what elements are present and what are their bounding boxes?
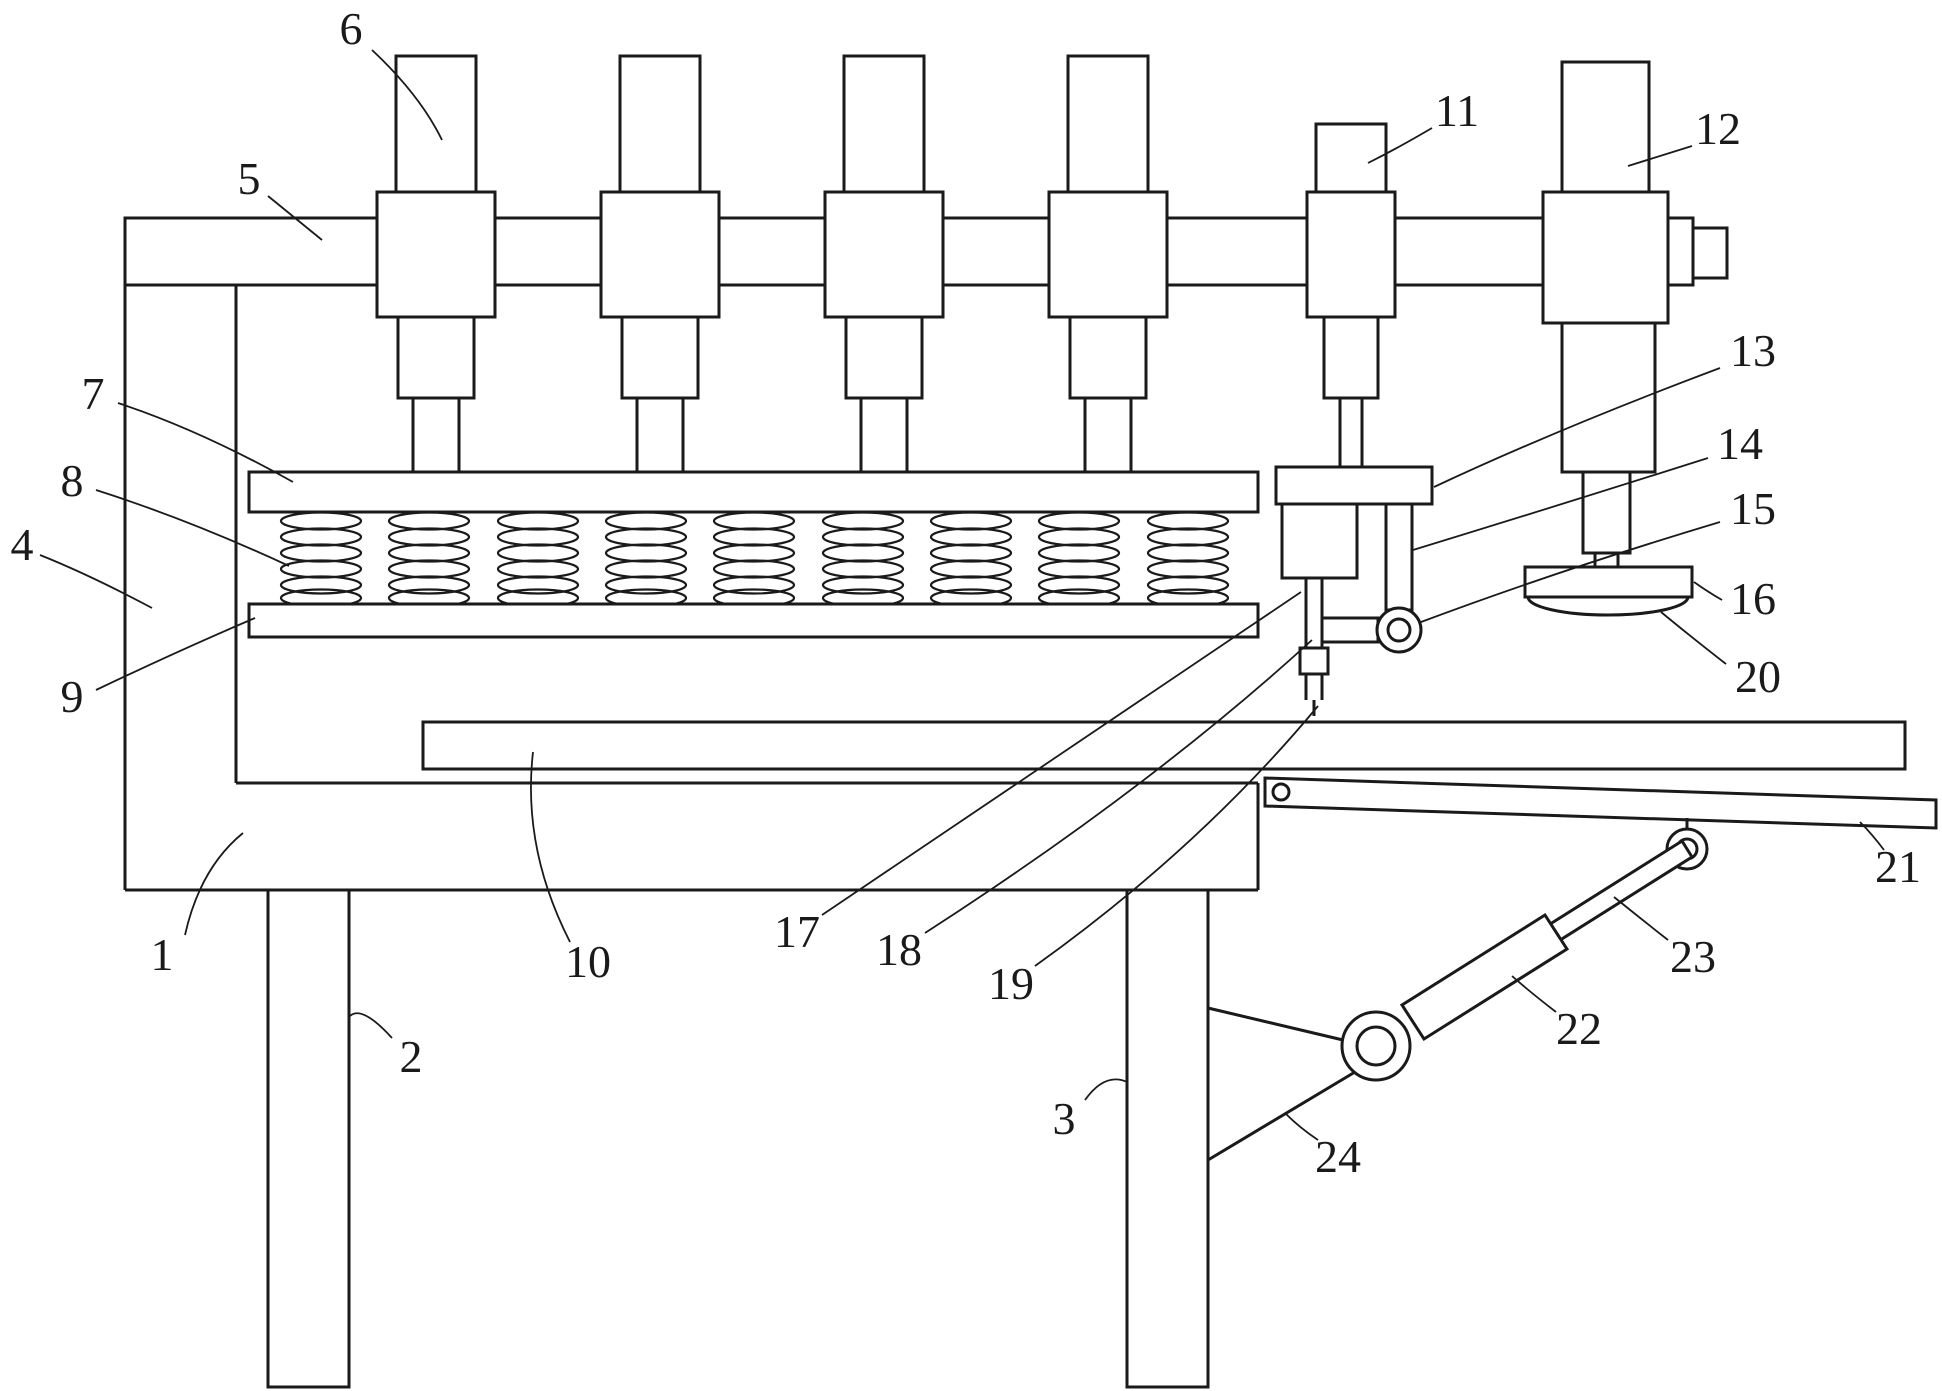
leader-line-10 — [530, 751, 571, 943]
spring-stack — [1037, 511, 1121, 608]
flap-hinge-pin — [1271, 782, 1291, 802]
leader-line-23 — [1613, 896, 1669, 941]
spring-stack — [496, 511, 580, 608]
flap-plate — [1263, 776, 1938, 830]
part-label-15: 15 — [1730, 483, 1776, 534]
leader-line-11 — [1367, 127, 1433, 164]
part-label-5: 5 — [238, 153, 261, 204]
spring-stack — [279, 511, 363, 608]
bracket-arm-lower — [1207, 1070, 1356, 1162]
part-label-19: 19 — [988, 958, 1034, 1009]
punch-rod — [1304, 576, 1324, 650]
part-label-7: 7 — [82, 368, 105, 419]
part-label-10: 10 — [565, 936, 611, 987]
part-label-4: 4 — [11, 519, 34, 570]
part-label-3: 3 — [1053, 1093, 1076, 1144]
press-cylinder-unit — [1047, 54, 1169, 474]
leader-line-9 — [95, 617, 256, 691]
leader-line-2 — [349, 1012, 393, 1039]
leader-line-20 — [1660, 611, 1727, 665]
extension-flap — [1263, 776, 1938, 830]
part-label-11: 11 — [1435, 85, 1479, 136]
press-cylinder-unit — [823, 54, 945, 474]
punch-head-assembly — [1274, 465, 1434, 716]
punch-body-block — [1280, 502, 1359, 580]
part-label-18: 18 — [876, 924, 922, 975]
leader-line-14 — [1412, 457, 1709, 551]
spring-bank — [279, 511, 1230, 608]
leader-line-1 — [184, 832, 244, 936]
base-pivot-ring-inner — [1355, 1025, 1397, 1067]
leader-line-6 — [371, 49, 443, 141]
part-label-22: 22 — [1556, 1003, 1602, 1054]
leader-line-15 — [1420, 521, 1721, 623]
spring-stack — [1146, 511, 1230, 608]
press-disc — [1523, 565, 1694, 599]
spring-stack — [387, 511, 471, 608]
swing-arm — [1384, 502, 1414, 612]
upper-spring-plate — [247, 470, 1260, 514]
part-label-13: 13 — [1730, 325, 1776, 376]
part-label-6: 6 — [340, 3, 363, 54]
part-label-24: 24 — [1315, 1131, 1361, 1182]
leader-line-19 — [1034, 705, 1319, 967]
press-cylinder-unit — [375, 54, 497, 474]
leader-line-8 — [95, 489, 290, 567]
spring-stack — [604, 511, 688, 608]
leader-line-18 — [924, 639, 1313, 934]
part-label-8: 8 — [61, 455, 84, 506]
leader-line-3 — [1084, 1078, 1128, 1101]
part-label-14: 14 — [1717, 418, 1763, 469]
leader-line-16 — [1693, 581, 1723, 601]
right-leg — [1125, 888, 1210, 1389]
leader-line-13 — [1433, 367, 1721, 488]
leader-line-22 — [1511, 975, 1557, 1013]
bracket-arm-upper — [1207, 1006, 1344, 1042]
spring-stack — [929, 511, 1013, 608]
press-cylinder-unit — [599, 54, 721, 474]
part-label-12: 12 — [1695, 103, 1741, 154]
support-linkage — [1207, 818, 1709, 1162]
left-leg — [266, 888, 351, 1389]
lower-spring-plate — [247, 602, 1260, 639]
part-label-16: 16 — [1730, 573, 1776, 624]
part-label-21: 21 — [1875, 841, 1921, 892]
spring-stack — [821, 511, 905, 608]
cylinder-unit-12 — [1523, 60, 1694, 617]
nozzle-body — [1298, 646, 1330, 676]
pivot-roller-inner — [1386, 617, 1412, 643]
leader-line-24 — [1285, 1113, 1319, 1141]
leader-lines — [39, 49, 1885, 1141]
hydraulic-cylinder-body — [1399, 912, 1570, 1042]
part-labels: 1 2 3 4 5 6 7 8 9 10 11 12 13 14 15 16 1… — [11, 3, 1922, 1182]
beam-end-cap — [1691, 226, 1729, 280]
part-label-1: 1 — [151, 929, 174, 980]
leader-line-7 — [117, 402, 294, 483]
leader-line-5 — [267, 195, 323, 241]
spring-stack — [712, 511, 796, 608]
part-label-9: 9 — [61, 671, 84, 722]
part-label-23: 23 — [1670, 931, 1716, 982]
leader-line-12 — [1627, 145, 1693, 167]
link-bar — [1320, 616, 1380, 644]
work-table-bar — [421, 720, 1907, 771]
part-label-17: 17 — [774, 906, 820, 957]
mounting-bracket — [1274, 465, 1434, 506]
leader-line-17 — [821, 591, 1302, 916]
part-label-2: 2 — [400, 1031, 423, 1082]
leader-line-4 — [39, 554, 153, 609]
leader-line-21 — [1859, 821, 1885, 851]
cylinder-unit-11 — [1305, 122, 1397, 469]
part-label-20: 20 — [1735, 651, 1781, 702]
